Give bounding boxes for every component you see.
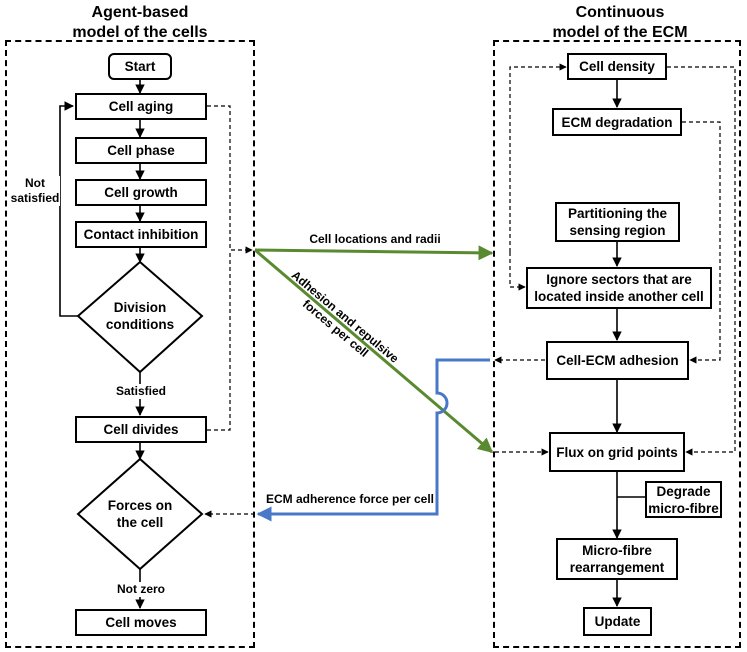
right-panel-title: Continuous model of the ECM <box>552 4 688 41</box>
left-panel <box>5 40 255 648</box>
division-conditions-diamond <box>76 260 204 374</box>
not-zero-label: Not zero <box>105 582 177 597</box>
cell-density-node: Cell density <box>567 53 667 80</box>
division-conditions-label: Division conditions <box>105 300 175 332</box>
micro-fibre-rearrangement-node: Micro-fibre rearrangement <box>556 538 678 580</box>
right-panel <box>493 40 741 648</box>
ecm-degradation-node: ECM degradation <box>552 108 682 136</box>
satisfied-label: Satisfied <box>105 384 177 399</box>
cell-ecm-adhesion-node: Cell-ECM adhesion <box>546 341 689 380</box>
forces-on-cell-label: Forces on the cell <box>107 498 173 530</box>
ignore-sectors-node: Ignore sectors that are located inside a… <box>526 267 712 309</box>
start-node: Start <box>108 53 172 80</box>
contact-inhibition-node: Contact inhibition <box>75 221 207 248</box>
partitioning-node: Partitioning the sensing region <box>555 202 680 242</box>
cell-aging-node: Cell aging <box>75 93 207 120</box>
degrade-micro-fibre-node: Degrade micro-fibre <box>645 481 722 518</box>
cell-locations-label: Cell locations and radii <box>309 232 441 246</box>
forces-on-cell-diamond <box>76 457 204 571</box>
cell-moves-node: Cell moves <box>75 609 207 636</box>
ecm-force-label: ECM adherence force per cell <box>265 492 435 506</box>
left-panel-title: Agent-based model of the cells <box>72 4 208 41</box>
cell-phase-node: Cell phase <box>75 137 207 164</box>
flux-node: Flux on grid points <box>549 432 685 472</box>
cell-divides-node: Cell divides <box>75 416 207 443</box>
not-satisfied-label: Not satisfied <box>10 176 60 206</box>
update-node: Update <box>583 607 652 636</box>
cell-growth-node: Cell growth <box>75 179 207 206</box>
